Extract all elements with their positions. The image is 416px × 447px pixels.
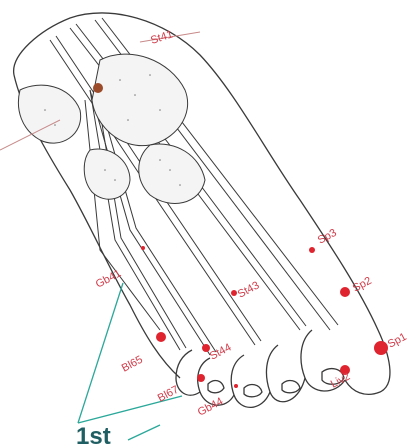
bl67-point (197, 374, 205, 382)
label-st43: St43 (236, 279, 262, 300)
label-gb44: Gb44 (196, 395, 225, 418)
gb44-point (234, 384, 238, 388)
sp1-point (374, 341, 388, 355)
sp3-point (309, 247, 315, 253)
label-liv2: Liv2 (329, 371, 352, 391)
sp2-point (340, 287, 350, 297)
label-sp2: Sp2 (351, 275, 374, 295)
bl65-point (156, 332, 166, 342)
label-bl65: Bl65 (120, 354, 145, 375)
st41-point (93, 83, 103, 93)
first-toe-label: 1st (76, 423, 111, 447)
foot-outline (14, 13, 390, 407)
label-gb41: Gb41 (94, 267, 123, 290)
tarsal-bones (18, 54, 205, 203)
label-sp1: Sp1 (386, 331, 409, 351)
label-st41: St41 (149, 28, 174, 46)
gb41-point (141, 246, 145, 250)
